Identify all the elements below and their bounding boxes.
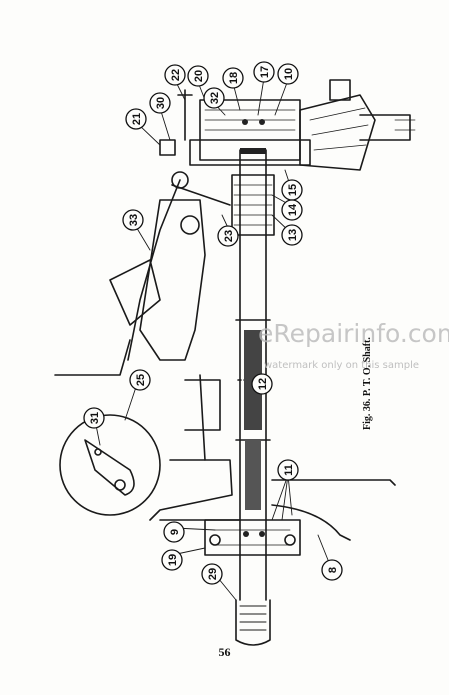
shift-lever	[127, 179, 181, 361]
callout-21: 21	[125, 108, 147, 130]
callout-label: 8	[327, 567, 339, 573]
lower-casting	[149, 459, 233, 521]
callout-circle	[187, 65, 209, 87]
callout-circle	[281, 199, 303, 221]
callout-22: 22	[164, 64, 186, 86]
clutch-collar	[231, 174, 275, 236]
callout-19: 19	[161, 549, 183, 571]
callout-circle	[203, 87, 225, 109]
callout-circle	[253, 61, 275, 83]
callout-circle	[277, 459, 299, 481]
callout-circle	[201, 563, 223, 585]
callout-30: 30	[149, 92, 171, 114]
callout-31: 31	[83, 407, 105, 429]
callout-label: 11	[283, 464, 295, 476]
watermark-brand: eRepairinfo.com	[258, 319, 449, 348]
callout-29: 29	[201, 563, 223, 585]
callout-label: 17	[259, 66, 271, 78]
callout-9: 9	[163, 521, 185, 543]
callout-circle	[217, 225, 239, 247]
callout-circle	[277, 63, 299, 85]
shaft-spline-end	[235, 599, 271, 646]
callout-label: 21	[131, 113, 143, 125]
callout-label: 32	[209, 92, 221, 104]
callout-circle	[129, 369, 151, 391]
callout-circle	[83, 407, 105, 429]
lower-bearing	[204, 519, 301, 556]
callout-label: 23	[223, 230, 235, 242]
callout-circle	[122, 209, 144, 231]
callout-20: 20	[187, 65, 209, 87]
callout-circle	[251, 373, 273, 395]
figure-caption: Fig. 36. P. T. O. Shaft.	[362, 337, 373, 430]
callout-14: 14	[281, 199, 303, 221]
callout-12: 12	[251, 373, 273, 395]
callout-circle	[149, 92, 171, 114]
callout-label: 10	[283, 68, 295, 80]
callout-group: 22 20 18 17 10 30 32 21 15 14 13 23 33 12 25 31 11 9 19 29 8	[83, 61, 343, 585]
callout-circle	[161, 549, 183, 571]
watermark-notice: watermark only on this sample	[264, 360, 419, 371]
callout-13: 13	[281, 224, 303, 246]
housing-block	[139, 199, 206, 361]
callout-label: 18	[228, 72, 240, 84]
callout-label: 33	[128, 214, 140, 226]
callout-label: 12	[257, 378, 269, 390]
callout-label: 31	[89, 412, 101, 424]
callout-label: 22	[170, 69, 182, 81]
callout-25: 25	[129, 369, 151, 391]
callout-8: 8	[321, 559, 343, 581]
callout-label: 25	[135, 374, 147, 386]
callout-11: 11	[277, 459, 299, 481]
callout-circle	[222, 67, 244, 89]
callout-23: 23	[217, 225, 239, 247]
callout-32: 32	[203, 87, 225, 109]
callout-18: 18	[222, 67, 244, 89]
callout-15: 15	[281, 179, 303, 201]
callout-label: 30	[155, 97, 167, 109]
callout-33: 33	[122, 209, 144, 231]
callout-label: 13	[287, 229, 299, 241]
callout-label: 14	[287, 203, 299, 216]
detail-circle	[59, 414, 161, 516]
callout-circle	[164, 64, 186, 86]
callout-circle	[321, 559, 343, 581]
callout-label: 19	[167, 554, 179, 566]
callout-10: 10	[277, 63, 299, 85]
callout-label: 29	[207, 568, 219, 580]
bevel-gear	[299, 94, 376, 171]
page-number: 56	[218, 645, 231, 659]
callout-circle	[163, 521, 185, 543]
callout-17: 17	[253, 61, 275, 83]
callout-label: 15	[287, 184, 299, 196]
callout-circle	[281, 224, 303, 246]
callout-label: 20	[193, 70, 205, 82]
callout-label: 9	[169, 529, 181, 535]
callout-circle	[125, 108, 147, 130]
